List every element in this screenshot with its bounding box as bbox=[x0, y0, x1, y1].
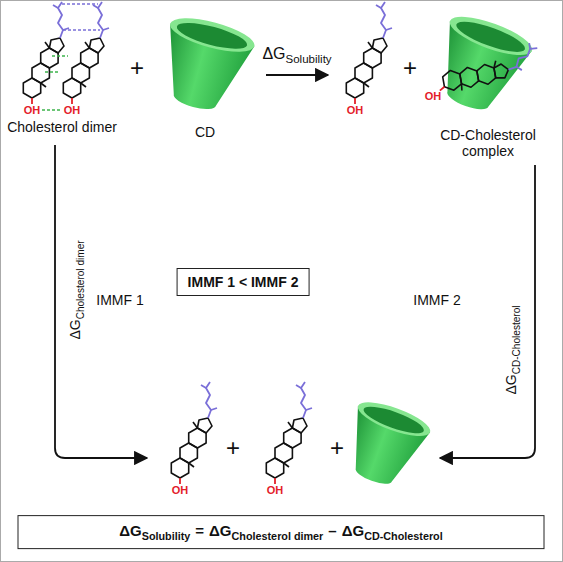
label: + bbox=[330, 434, 344, 462]
cholesterol-figure bbox=[346, 2, 392, 104]
label: CD-Cholesterol complex bbox=[429, 127, 547, 159]
label: Cholesterol dimer bbox=[7, 119, 117, 135]
rotated-label: ΔGCD-Cholesterol bbox=[503, 305, 522, 394]
text: ΔG bbox=[67, 319, 83, 339]
reaction-arrow bbox=[55, 145, 147, 458]
subscript: Solubility bbox=[142, 530, 191, 542]
text: + bbox=[330, 434, 344, 461]
text: ΔG bbox=[503, 374, 519, 394]
text: CD bbox=[195, 124, 215, 140]
text: IMMF 1 < IMMF 2 bbox=[188, 274, 299, 290]
text: = bbox=[195, 522, 204, 539]
text-box: ΔGSolubility=ΔGCholesterol dimer–ΔGCD-Ch… bbox=[18, 515, 545, 549]
subscript: CD-Cholesterol bbox=[364, 530, 443, 542]
cholesterol-dimer-figure bbox=[23, 2, 109, 110]
cholesterol-figure bbox=[171, 382, 217, 484]
text: ΔG bbox=[342, 522, 364, 539]
text: IMMF 2 bbox=[413, 292, 460, 308]
text-box: IMMF 1 < IMMF 2 bbox=[177, 268, 310, 296]
subscript: CD-Cholesterol bbox=[511, 305, 522, 374]
reaction-arrow bbox=[266, 74, 328, 76]
label: CD bbox=[195, 124, 215, 140]
cyclodextrin-cone bbox=[336, 396, 434, 494]
label: + bbox=[226, 434, 240, 462]
text: ΔG bbox=[262, 45, 285, 62]
hydroxyl-label: OH bbox=[172, 484, 189, 496]
atom-label: OH bbox=[425, 90, 442, 103]
hydroxyl-label: OH bbox=[24, 104, 41, 116]
text: + bbox=[403, 54, 417, 81]
label: + bbox=[130, 54, 144, 82]
atom-label: OH bbox=[24, 104, 41, 117]
text: + bbox=[226, 434, 240, 461]
label: IMMF 1 bbox=[96, 292, 143, 308]
label: IMMF 2 bbox=[413, 292, 460, 308]
atom-label: OH bbox=[347, 104, 364, 117]
label: + bbox=[403, 54, 417, 82]
text: ΔG bbox=[209, 522, 231, 539]
subscript: Cholesterol dimer bbox=[232, 530, 324, 542]
text: + bbox=[130, 54, 144, 81]
hydroxyl-label: OH bbox=[347, 104, 364, 116]
text: ΔG bbox=[119, 522, 141, 539]
text: – bbox=[328, 522, 336, 539]
cholesterol-figure bbox=[266, 382, 312, 484]
text: IMMF 1 bbox=[96, 292, 143, 308]
subscript: Solubility bbox=[286, 53, 332, 65]
atom-label: OH bbox=[172, 484, 189, 497]
atom-label: OH bbox=[64, 104, 81, 117]
hydroxyl-label: OH bbox=[267, 484, 284, 496]
reaction-arrow bbox=[440, 165, 535, 458]
hydroxyl-label: OH bbox=[64, 104, 81, 116]
label: ΔGSolubility bbox=[262, 45, 331, 66]
hydroxyl-label: OH bbox=[425, 90, 442, 102]
rotated-label: ΔGCholesterol dimer bbox=[67, 240, 86, 339]
text: CD-Cholesterol complex bbox=[440, 127, 536, 159]
subscript: Cholesterol dimer bbox=[75, 240, 86, 319]
cyclodextrin-cone bbox=[151, 11, 258, 118]
cd-cholesterol-complex-figure bbox=[424, 9, 541, 121]
atom-label: OH bbox=[267, 484, 284, 497]
text: Cholesterol dimer bbox=[7, 119, 117, 135]
